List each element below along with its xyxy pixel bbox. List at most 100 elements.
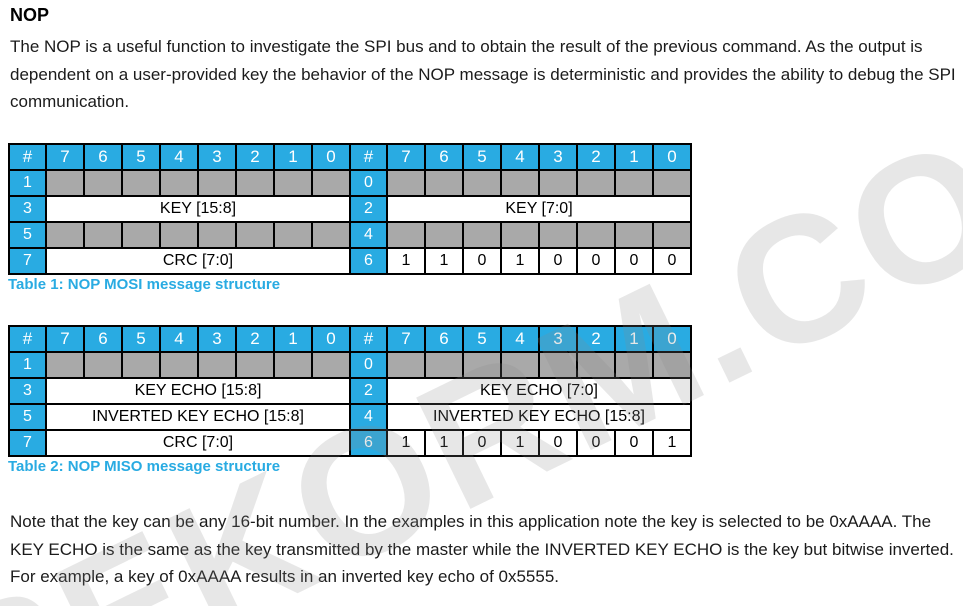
body-paragraph-intro: The NOP is a useful function to investig… [10,37,956,111]
reserved-bit-cell [121,221,161,249]
bit-index-header-cell: 2 [235,325,275,353]
bit-index-header-cell: 5 [462,325,502,353]
field-label-cell: KEY [15:8] [45,195,351,223]
byte-number-cell: 0 [349,169,388,197]
byte-index-header-cell: # [8,143,47,171]
byte-number-cell: 0 [349,351,388,379]
bit-index-header-cell: 2 [576,325,616,353]
bit-value-cell: 1 [424,247,464,275]
bit-value-cell: 1 [386,247,426,275]
field-label-cell: CRC [7:0] [45,247,351,275]
bit-index-header-cell: 5 [462,143,502,171]
bit-index-header-cell: 5 [121,143,161,171]
reserved-bit-cell [159,169,199,197]
reserved-bit-cell [83,351,123,379]
byte-index-header-cell: # [349,325,388,353]
reserved-bit-cell [386,221,426,249]
reserved-bit-cell [235,351,275,379]
reserved-bit-cell [121,351,161,379]
bit-index-header-cell: 6 [424,325,464,353]
reserved-bit-cell [424,169,464,197]
byte-number-cell: 5 [8,221,47,249]
byte-number-cell: 6 [349,429,388,457]
reserved-bit-cell [652,351,692,379]
bit-index-header-cell: 7 [386,325,426,353]
reserved-bit-cell [83,169,123,197]
bit-index-header-cell: 0 [311,325,351,353]
bit-index-header-cell: 1 [273,143,313,171]
bit-value-cell: 0 [462,247,502,275]
page-title: NOP [10,5,50,25]
byte-number-cell: 5 [8,403,47,431]
reserved-bit-cell [576,221,616,249]
reserved-bit-cell [462,221,502,249]
bit-value-cell: 0 [652,247,692,275]
bit-index-header-cell: 3 [538,325,578,353]
body-paragraph-note: Note that the key can be any 16-bit numb… [10,512,954,586]
bit-value-cell: 0 [614,247,654,275]
reserved-bit-cell [462,169,502,197]
field-label-cell: KEY [7:0] [386,195,692,223]
bit-index-header-cell: 1 [614,325,654,353]
bit-value-cell: 0 [538,429,578,457]
reserved-bit-cell [235,169,275,197]
field-label-cell: CRC [7:0] [45,429,351,457]
reserved-bit-cell [197,221,237,249]
bit-index-header-cell: 0 [652,143,692,171]
reserved-bit-cell [311,169,351,197]
table-caption-miso: Table 2: NOP MISO message structure [8,458,281,475]
bit-index-header-cell: 7 [386,143,426,171]
bit-index-header-cell: 1 [273,325,313,353]
reserved-bit-cell [83,221,123,249]
reserved-bit-cell [462,351,502,379]
reserved-bit-cell [500,169,540,197]
reserved-bit-cell [614,169,654,197]
field-label-cell: KEY ECHO [7:0] [386,377,692,405]
byte-number-cell: 6 [349,247,388,275]
byte-number-cell: 7 [8,429,47,457]
reserved-bit-cell [652,169,692,197]
reserved-bit-cell [273,351,313,379]
bit-index-header-cell: 7 [45,325,85,353]
bit-index-header-cell: 3 [197,325,237,353]
reserved-bit-cell [538,169,578,197]
reserved-bit-cell [45,351,85,379]
bit-value-cell: 1 [500,429,540,457]
reserved-bit-cell [652,221,692,249]
byte-number-cell: 1 [8,169,47,197]
reserved-bit-cell [576,351,616,379]
reserved-bit-cell [197,351,237,379]
reserved-bit-cell [614,351,654,379]
bit-value-cell: 0 [576,429,616,457]
bit-value-cell: 0 [538,247,578,275]
reserved-bit-cell [538,221,578,249]
reserved-bit-cell [386,169,426,197]
reserved-bit-cell [159,221,199,249]
reserved-bit-cell [386,351,426,379]
bit-value-cell: 1 [386,429,426,457]
bit-index-header-cell: 7 [45,143,85,171]
byte-number-cell: 4 [349,403,388,431]
reserved-bit-cell [424,221,464,249]
reserved-bit-cell [45,169,85,197]
reserved-bit-cell [311,221,351,249]
byte-index-header-cell: # [349,143,388,171]
reserved-bit-cell [121,169,161,197]
field-label-cell: INVERTED KEY ECHO [15:8] [45,403,351,431]
reserved-bit-cell [424,351,464,379]
byte-number-cell: 3 [8,377,47,405]
bit-index-header-cell: 0 [311,143,351,171]
byte-number-cell: 1 [8,351,47,379]
reserved-bit-cell [159,351,199,379]
